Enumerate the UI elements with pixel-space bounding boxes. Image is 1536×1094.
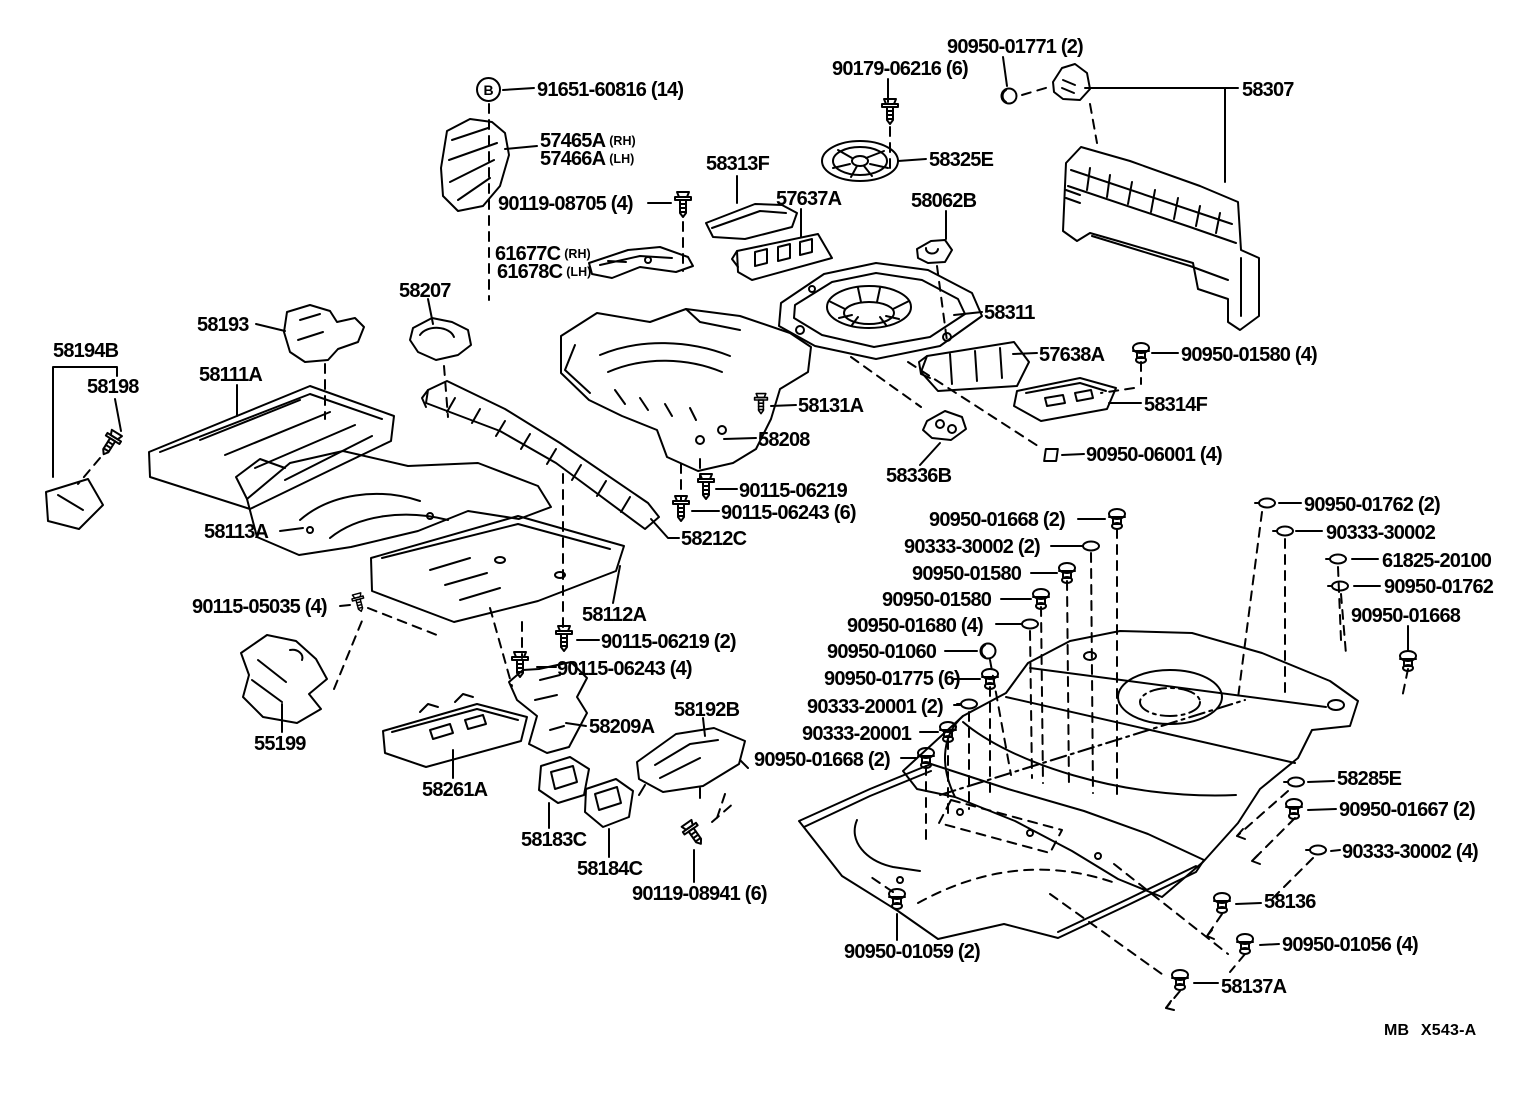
part-58307-lower-back-panel bbox=[1052, 63, 1260, 331]
part-57465a-bracket bbox=[440, 118, 510, 212]
callout-90115-06243-6: 90115-06243 (6) bbox=[721, 502, 857, 524]
callout-58209a: 58209A bbox=[589, 716, 655, 738]
callout-90950-01762-2: 90950-01762 (2) bbox=[1304, 494, 1441, 516]
part-58192b-bracket bbox=[636, 727, 749, 799]
callout-58198: 58198 bbox=[87, 376, 139, 398]
part-58112a-rear-floor-pan bbox=[370, 515, 625, 623]
callout-90950-01059: 90950-01059 (2) bbox=[844, 941, 981, 963]
part-58111a-front-floor-pan bbox=[148, 385, 395, 510]
callout-90950-01060: 90950-01060 bbox=[827, 641, 937, 663]
callout-58184c: 58184C bbox=[577, 858, 643, 880]
callout-90950-06001: 90950-06001 (4) bbox=[1086, 444, 1223, 466]
callout-58112a: 58112A bbox=[582, 604, 647, 626]
callout-58261a: 58261A bbox=[422, 779, 488, 801]
callout-90119-08705: 90119-08705 (4) bbox=[498, 193, 634, 215]
callout-58131a: 58131A bbox=[798, 395, 864, 417]
part-58212c-rail bbox=[421, 380, 660, 530]
callout-90115-06219: 90115-06219 bbox=[739, 480, 848, 502]
callout-90333-30002-2: 90333-30002 (2) bbox=[904, 536, 1041, 558]
callout-58192b: 58192B bbox=[674, 699, 740, 721]
callout-90333-20001: 90333-20001 bbox=[802, 723, 912, 745]
callout-90950-01771: 90950-01771 (2) bbox=[947, 36, 1084, 58]
callout-90950-01668-2b: 90950-01668 (2) bbox=[754, 749, 891, 771]
callout-90950-01668: 90950-01668 bbox=[1351, 605, 1461, 627]
callout-58194b: 58194B bbox=[53, 340, 119, 362]
callout-61677c: 61677C(RH) bbox=[495, 243, 591, 265]
callout-58314f: 58314F bbox=[1144, 394, 1208, 416]
dashed-arrowheads bbox=[1165, 828, 1261, 1011]
part-58208-center-pan bbox=[560, 308, 812, 472]
callout-55199: 55199 bbox=[254, 733, 306, 755]
part-58314f-tray bbox=[1013, 377, 1117, 422]
callout-58137a: 58137A bbox=[1221, 976, 1287, 998]
callout-90950-01762: 90950-01762 bbox=[1384, 576, 1494, 598]
callout-90115-06219-2: 90115-06219 (2) bbox=[601, 631, 737, 653]
callout-91651-60816: 91651-60816 (14) bbox=[537, 79, 684, 101]
callout-58285e: 58285E bbox=[1337, 768, 1402, 790]
part-58193-bracket bbox=[283, 304, 365, 363]
callout-58113a: 58113A bbox=[204, 521, 269, 543]
callout-90950-01580-c: 90950-01580 bbox=[882, 589, 992, 611]
callout-90950-01580-b: 90950-01580 bbox=[912, 563, 1022, 585]
callout-58313f: 58313F bbox=[706, 153, 770, 175]
callout-90950-01580-4: 90950-01580 (4) bbox=[1181, 344, 1318, 366]
part-58261a-plate bbox=[382, 693, 528, 768]
callout-58311: 58311 bbox=[984, 302, 1035, 324]
callout-90333-30002-4: 90333-30002 (4) bbox=[1342, 841, 1479, 863]
callout-61825-20100: 61825-20100 bbox=[1382, 550, 1492, 572]
part-58207-bracket bbox=[409, 317, 472, 361]
part-floor-under-cover bbox=[798, 763, 1205, 940]
callout-57637a: 57637A bbox=[776, 188, 842, 210]
callout-90950-01668-2a: 90950-01668 (2) bbox=[929, 509, 1066, 531]
callout-90950-01056: 90950-01056 (4) bbox=[1282, 934, 1419, 956]
part-58194b-plate bbox=[45, 366, 122, 530]
part-57638a-sill bbox=[918, 341, 1030, 392]
callout-58212c: 58212C bbox=[681, 528, 747, 550]
callout-90119-08941: 90119-08941 (6) bbox=[632, 883, 768, 905]
part-58313f-bracket bbox=[705, 203, 798, 240]
callout-57638a: 57638A bbox=[1039, 344, 1105, 366]
callout-90333-30002: 90333-30002 bbox=[1326, 522, 1436, 544]
part-58336b-bracket bbox=[922, 410, 967, 441]
page-code: MB X543-A bbox=[1384, 1022, 1477, 1039]
callout-58307: 58307 bbox=[1242, 79, 1294, 101]
callout-58193: 58193 bbox=[197, 314, 249, 336]
callout-90333-20001-2: 90333-20001 (2) bbox=[807, 696, 944, 718]
part-58184c-bracket bbox=[584, 778, 634, 828]
callout-61678c: 61678C(LH) bbox=[497, 261, 592, 283]
callout-90179-06216: 90179-06216 (6) bbox=[832, 58, 969, 80]
callout-58336b: 58336B bbox=[886, 465, 952, 487]
part-58183c-bracket bbox=[538, 756, 590, 804]
part-58062b-bracket bbox=[916, 239, 953, 264]
fastener-marker-b: B bbox=[476, 77, 501, 102]
callout-58325e: 58325E bbox=[929, 149, 994, 171]
part-55199-bracket bbox=[240, 634, 328, 724]
callout-90950-01775: 90950-01775 (6) bbox=[824, 668, 961, 690]
callout-57466a: 57466A(LH) bbox=[540, 148, 635, 170]
callout-90950-01680: 90950-01680 (4) bbox=[847, 615, 984, 637]
assembly-dashed-lines bbox=[77, 86, 1409, 1009]
callout-90115-05035: 90115-05035 (4) bbox=[192, 596, 328, 618]
part-57637a-sill bbox=[731, 233, 833, 281]
callout-58136: 58136 bbox=[1264, 891, 1316, 913]
part-58113a-tunnel-brace bbox=[235, 450, 552, 556]
callout-58111a: 58111A bbox=[199, 364, 263, 386]
callout-57465a: 57465A(RH) bbox=[540, 130, 636, 152]
callout-58207: 58207 bbox=[399, 280, 451, 302]
leader-lines bbox=[236, 56, 1409, 984]
callout-90950-01667: 90950-01667 (2) bbox=[1339, 799, 1476, 821]
callout-58208: 58208 bbox=[758, 429, 810, 451]
callout-90115-06243-4: 90115-06243 (4) bbox=[557, 658, 693, 680]
callout-58062b: 58062B bbox=[911, 190, 977, 212]
part-58209a-bracket bbox=[508, 661, 588, 754]
callout-58183c: 58183C bbox=[521, 829, 587, 851]
